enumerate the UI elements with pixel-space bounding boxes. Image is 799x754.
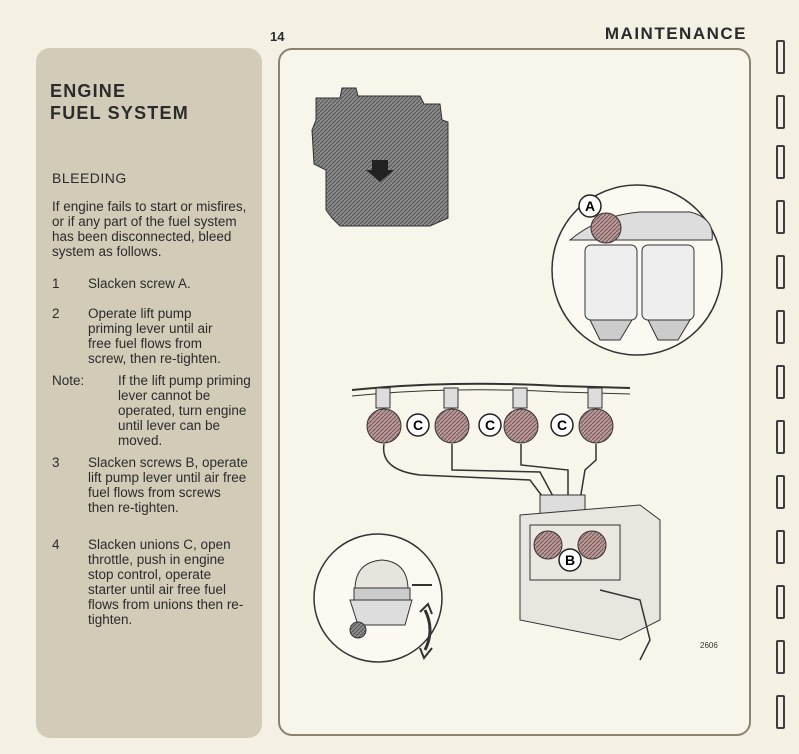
binding-ring — [776, 310, 785, 344]
engine-silhouette — [311, 87, 449, 227]
binding-ring — [776, 475, 785, 509]
step-number: 2 — [52, 306, 60, 321]
title-line-1: ENGINE — [50, 81, 127, 101]
sidebar-panel — [36, 48, 262, 738]
binding-ring — [776, 255, 785, 289]
callout-b-label: B — [565, 552, 575, 568]
lift-pump-detail — [313, 533, 443, 663]
binding-ring — [776, 530, 785, 564]
callout-c1-label: C — [413, 417, 423, 433]
injection-pump: B — [519, 494, 661, 661]
binding-ring — [776, 640, 785, 674]
binding-ring — [776, 40, 785, 74]
note-label: Note: — [52, 373, 85, 388]
binding-ring — [776, 145, 785, 179]
figure-number: 2606 — [700, 641, 718, 650]
step-text: Slacken unions C, open throttle, push in… — [88, 537, 244, 627]
step-text: Operate lift pump priming lever until ai… — [88, 306, 221, 366]
step-number: 3 — [52, 455, 60, 470]
subheading: BLEEDING — [52, 170, 127, 186]
section-title: MAINTENANCE — [604, 24, 747, 43]
callout-c3-label: C — [557, 417, 567, 433]
callout-c1-circle — [406, 413, 430, 437]
callout-c2-circle — [478, 413, 502, 437]
callout-b-circle — [558, 548, 582, 572]
callout-a-label: A — [585, 198, 595, 214]
intro-paragraph: If engine fails to start or misfires, or… — [52, 199, 247, 259]
step-number: 4 — [52, 537, 60, 552]
binding-ring — [776, 695, 785, 729]
injector-rail: C C C — [351, 382, 631, 501]
note-text: If the lift pump priming lever cannot be… — [118, 373, 251, 448]
step-text: Slacken screws B, operate lift pump leve… — [88, 455, 248, 515]
filter-detail: A — [551, 184, 723, 356]
step-number: 1 — [52, 276, 60, 291]
binding-ring — [776, 365, 785, 399]
page-number: 14 — [270, 29, 285, 44]
callout-c3-circle — [550, 413, 574, 437]
callout-c2-label: C — [485, 417, 495, 433]
page-title: ENGINE FUEL SYSTEM — [50, 80, 189, 124]
title-line-2: FUEL SYSTEM — [50, 103, 189, 123]
callout-a-circle — [578, 194, 602, 218]
step-text: Slacken screw A. — [88, 276, 191, 291]
binding-ring — [776, 200, 785, 234]
binding-ring — [776, 420, 785, 454]
binding-ring — [776, 95, 785, 129]
binding-ring — [776, 585, 785, 619]
